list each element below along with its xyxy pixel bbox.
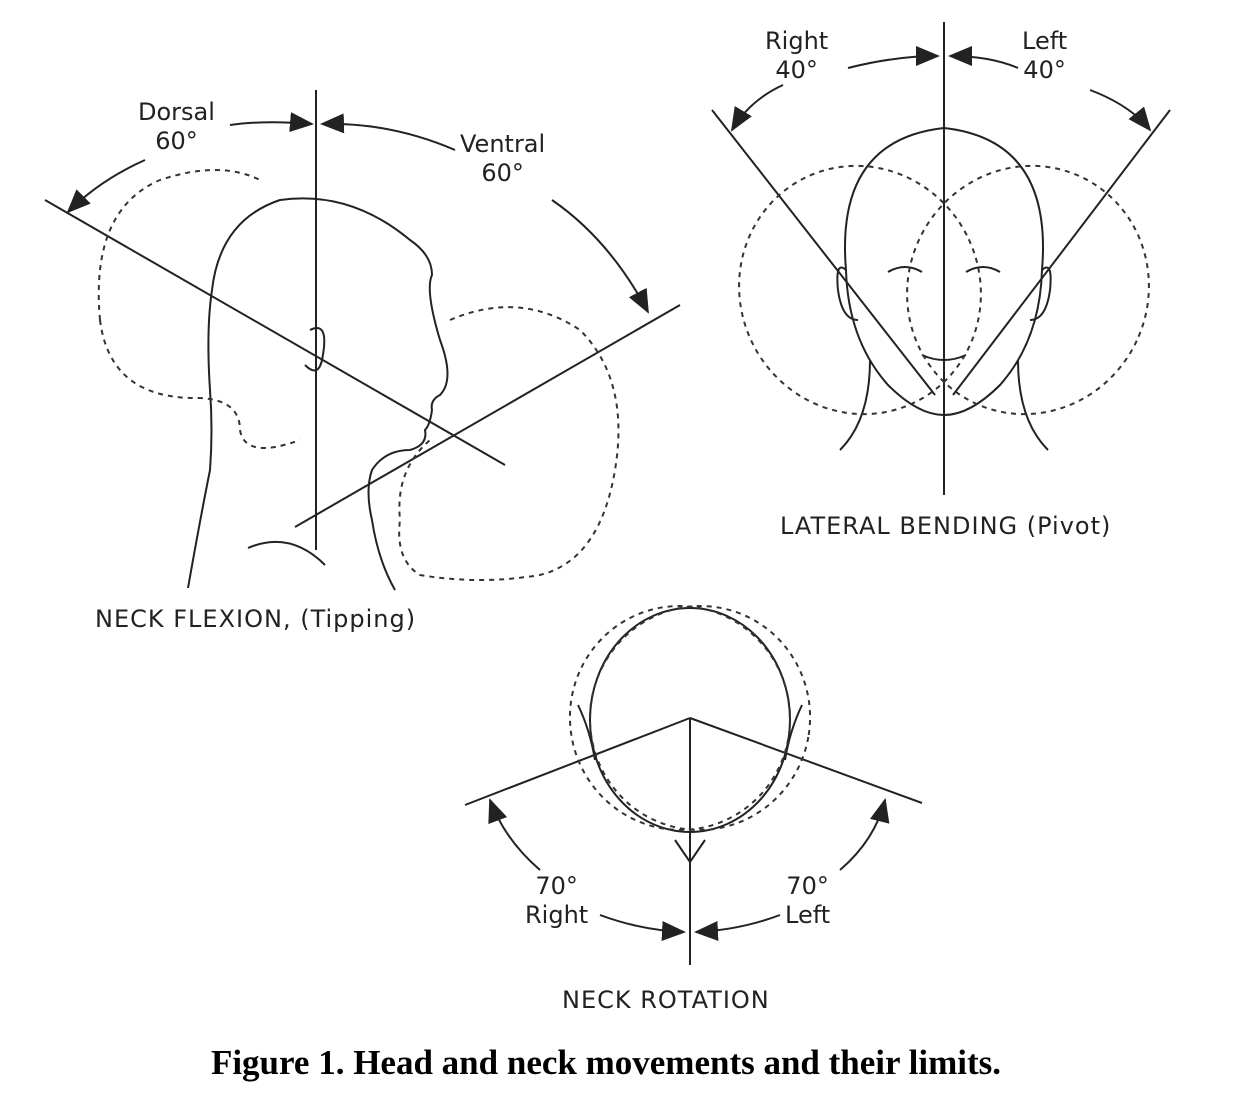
head-profile-outline (187, 197, 449, 591)
left-limit-line (952, 109, 1171, 396)
dorsal-limit-line (44, 199, 506, 466)
lateral-right-text: Right (765, 27, 829, 55)
rotation-right-label: 70°Right (525, 872, 588, 930)
figure-caption: Figure 1. Head and neck movements and th… (210, 1043, 1002, 1082)
rotation-left-angle: 70° (786, 872, 829, 900)
face-outline (844, 126, 1044, 417)
dorsal-text: Dorsal (138, 98, 215, 126)
lateral-left-text: Left (1022, 27, 1068, 55)
ventral-angle: 60° (481, 159, 524, 187)
neck-flexion-title: NECK FLEXION, (Tipping) (95, 605, 417, 633)
right-limit-line (464, 717, 691, 806)
rotation-left-text: Left (785, 901, 831, 929)
rotation-right-angle: 70° (535, 872, 578, 900)
lateral-right-angle: 40° (775, 56, 818, 84)
right-limit-line (711, 109, 936, 396)
rotation-right-text: Right (525, 901, 589, 929)
dorsal-angle: 60° (155, 127, 198, 155)
ventral-limit-line (294, 304, 681, 528)
neck-flexion-illustration (44, 90, 681, 591)
neck-rotation-illustration (464, 605, 923, 965)
lateral-left-angle: 40° (1023, 56, 1066, 84)
rotation-left-label: 70°Left (785, 872, 830, 930)
lateral-bending-illustration (711, 22, 1171, 495)
neck-rotation-title: NECK ROTATION (562, 986, 770, 1014)
left-limit-line (689, 717, 923, 804)
lateral-bending-title: LATERAL BENDING (Pivot) (780, 512, 1112, 540)
ventral-text: Ventral (460, 130, 546, 158)
